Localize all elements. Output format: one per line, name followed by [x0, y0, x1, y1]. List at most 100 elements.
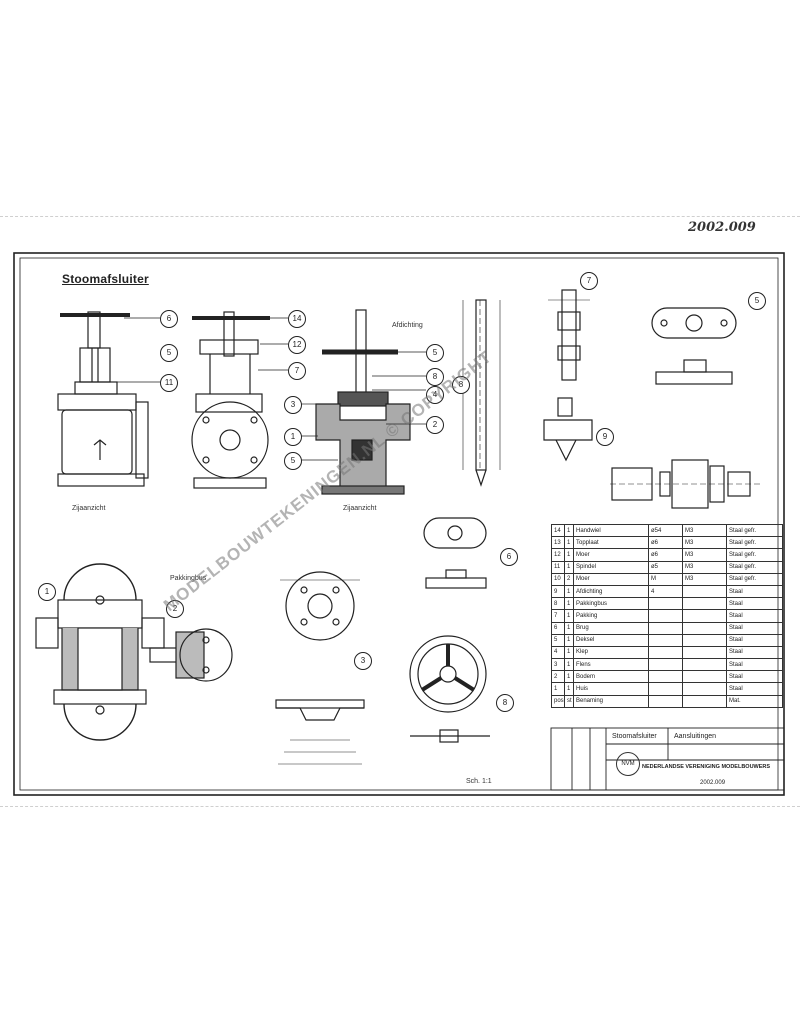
annotation-pakking: Pakkingbus	[170, 575, 207, 582]
balloon-part: 8	[452, 376, 470, 394]
part-1-body	[35, 563, 165, 741]
parts-list-cell: 2	[551, 670, 565, 684]
balloon-part: 5	[284, 452, 302, 470]
balloon-part: 5	[748, 292, 766, 310]
spindle-detail	[462, 299, 501, 487]
parts-list-cell: 1	[564, 670, 574, 684]
parts-list-cell: 1	[564, 609, 574, 623]
parts-list-cell	[648, 670, 683, 684]
organisation-logo-icon: NVM	[616, 752, 640, 776]
parts-list-cell: Pakking	[573, 609, 649, 623]
parts-list-cell	[682, 633, 727, 647]
parts-list-cell: ø54	[648, 523, 683, 538]
parts-list-cell: 6	[551, 621, 565, 635]
balloon-part: 4	[426, 386, 444, 404]
balloon-part: 6	[500, 548, 518, 566]
balloon-part: 8	[496, 694, 514, 712]
balloon-part: 2	[166, 600, 184, 618]
parts-list-cell: 4	[648, 584, 683, 599]
parts-list-cell: Brug	[573, 621, 649, 635]
parts-list-cell	[648, 609, 683, 623]
parts-list-cell: Afdichting	[573, 584, 649, 599]
balloon-part: 5	[426, 344, 444, 362]
parts-list-cell: 3	[551, 658, 565, 672]
parts-list-cell: M3	[682, 523, 727, 538]
parts-list-cell	[682, 658, 727, 672]
balloon-part: 7	[288, 362, 306, 380]
balloon-part: 7	[580, 272, 598, 290]
parts-list-cell: Staal	[726, 609, 783, 623]
part-3-section	[275, 699, 365, 765]
title-block-sheet-label: Aansluitingen	[674, 733, 717, 740]
balloon-part: 6	[160, 310, 178, 328]
parts-list-cell	[682, 597, 727, 611]
parts-list-cell	[682, 584, 727, 599]
parts-list-cell: pos	[551, 694, 565, 708]
parts-list-cell: Mat.	[726, 694, 783, 708]
parts-list-cell: Staal	[726, 670, 783, 684]
parts-list-cell	[648, 682, 683, 696]
annotation-afdichting: Afdichting	[392, 322, 423, 329]
parts-list-cell: Staal gefr.	[726, 536, 783, 550]
parts-list-cell: 1	[564, 560, 574, 574]
parts-list-cell: Spindel	[573, 560, 649, 574]
parts-list-cell: 1	[564, 645, 574, 660]
parts-list-cell: 1	[564, 621, 574, 635]
parts-list-cell: 11	[551, 560, 565, 574]
view-caption-front: Zijaanzicht	[343, 505, 377, 512]
balloon-part: 12	[288, 336, 306, 354]
part-9-detail	[543, 397, 593, 462]
parts-list-cell: 1	[564, 548, 574, 562]
parts-list-cell: 2	[564, 572, 574, 586]
parts-list-cell	[682, 645, 727, 660]
balloon-part: 3	[284, 396, 302, 414]
parts-list-cell: Staal gefr.	[726, 523, 783, 538]
part-3-flange	[280, 571, 360, 641]
parts-list-cell: M3	[682, 560, 727, 574]
parts-list-cell	[648, 597, 683, 611]
part-8-handwheel	[409, 635, 490, 743]
parts-list-cell: 1	[564, 658, 574, 672]
parts-list-cell: M3	[682, 548, 727, 562]
parts-list-cell: Staal gefr.	[726, 560, 783, 574]
valve-front-view	[191, 311, 270, 489]
view-caption-side: Zijaanzicht	[72, 505, 106, 512]
parts-list-cell: Huis	[573, 682, 649, 696]
parts-list-cell: Deksel	[573, 633, 649, 647]
balloon-part: 5	[160, 344, 178, 362]
balloon-part: 8	[426, 368, 444, 386]
parts-list-cell: 12	[551, 548, 565, 562]
parts-list-cell: Moer	[573, 548, 649, 562]
parts-list-cell: ø6	[648, 536, 683, 550]
parts-list-cell: 1	[564, 597, 574, 611]
handwritten-drawing-number: 2002.009	[688, 220, 756, 235]
valve-side-view	[57, 311, 149, 487]
parts-list-cell: 4	[551, 645, 565, 660]
balloon-part: 9	[596, 428, 614, 446]
parts-list-cell: Staal	[726, 584, 783, 599]
spindle-assembly-view	[610, 459, 760, 509]
parts-list-cell: 5	[551, 633, 565, 647]
part-5-plate	[651, 307, 737, 385]
parts-list-cell	[648, 694, 683, 708]
parts-list-cell: Bodem	[573, 670, 649, 684]
parts-list-cell: 7	[551, 609, 565, 623]
parts-list-cell: M	[648, 572, 683, 586]
title-block-organisation: NEDERLANDSE VERENIGING MODELBOUWERS	[642, 764, 771, 770]
valve-section-view	[315, 309, 411, 495]
scan-edge-bottom	[0, 806, 800, 807]
